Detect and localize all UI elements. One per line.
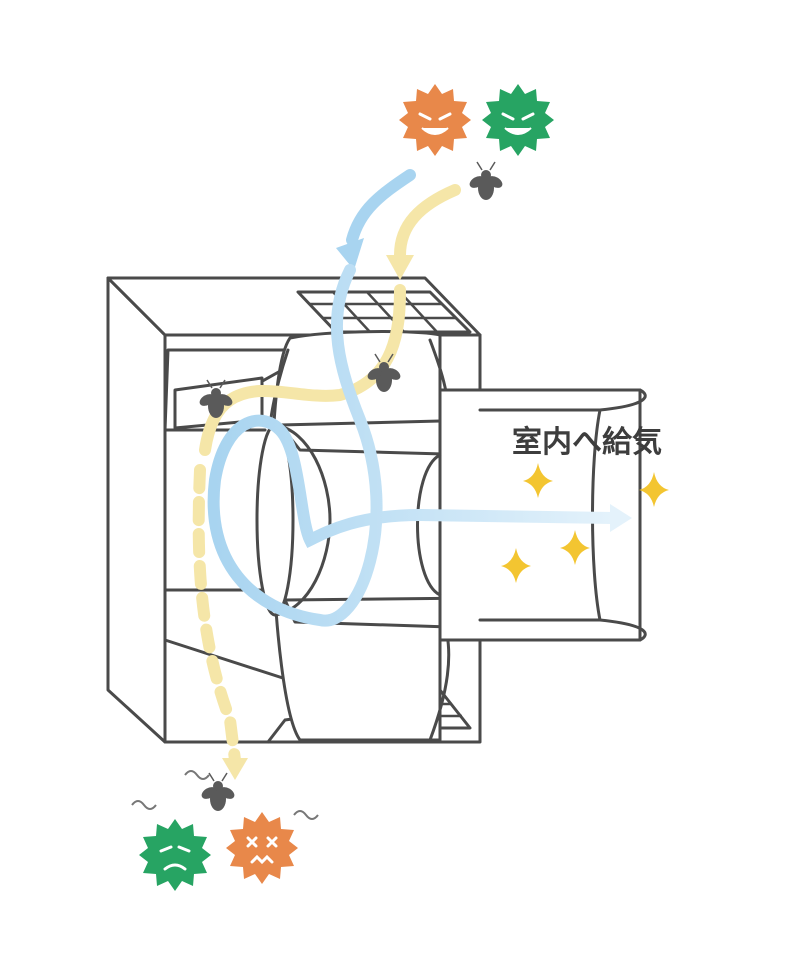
housing-side-panel xyxy=(106,276,167,744)
dust-arrow-head-top xyxy=(386,255,414,280)
supply-air-label: 室内へ給気 xyxy=(512,425,662,460)
angry-germ-green-icon xyxy=(482,84,554,156)
angry-germ-orange-icon xyxy=(399,84,471,156)
defeated-germ-orange-icon xyxy=(226,812,298,884)
defeated-germ-green-icon xyxy=(139,819,211,891)
air-flow-path xyxy=(207,169,632,627)
air-arrow-head-top xyxy=(336,238,364,270)
air-arrow-head-out xyxy=(610,504,632,532)
sparkle-icon xyxy=(501,463,669,583)
dizzy-swirl-icon xyxy=(131,770,319,820)
dust-arrow-head-bottom xyxy=(222,758,248,780)
insect-icon xyxy=(199,161,503,811)
